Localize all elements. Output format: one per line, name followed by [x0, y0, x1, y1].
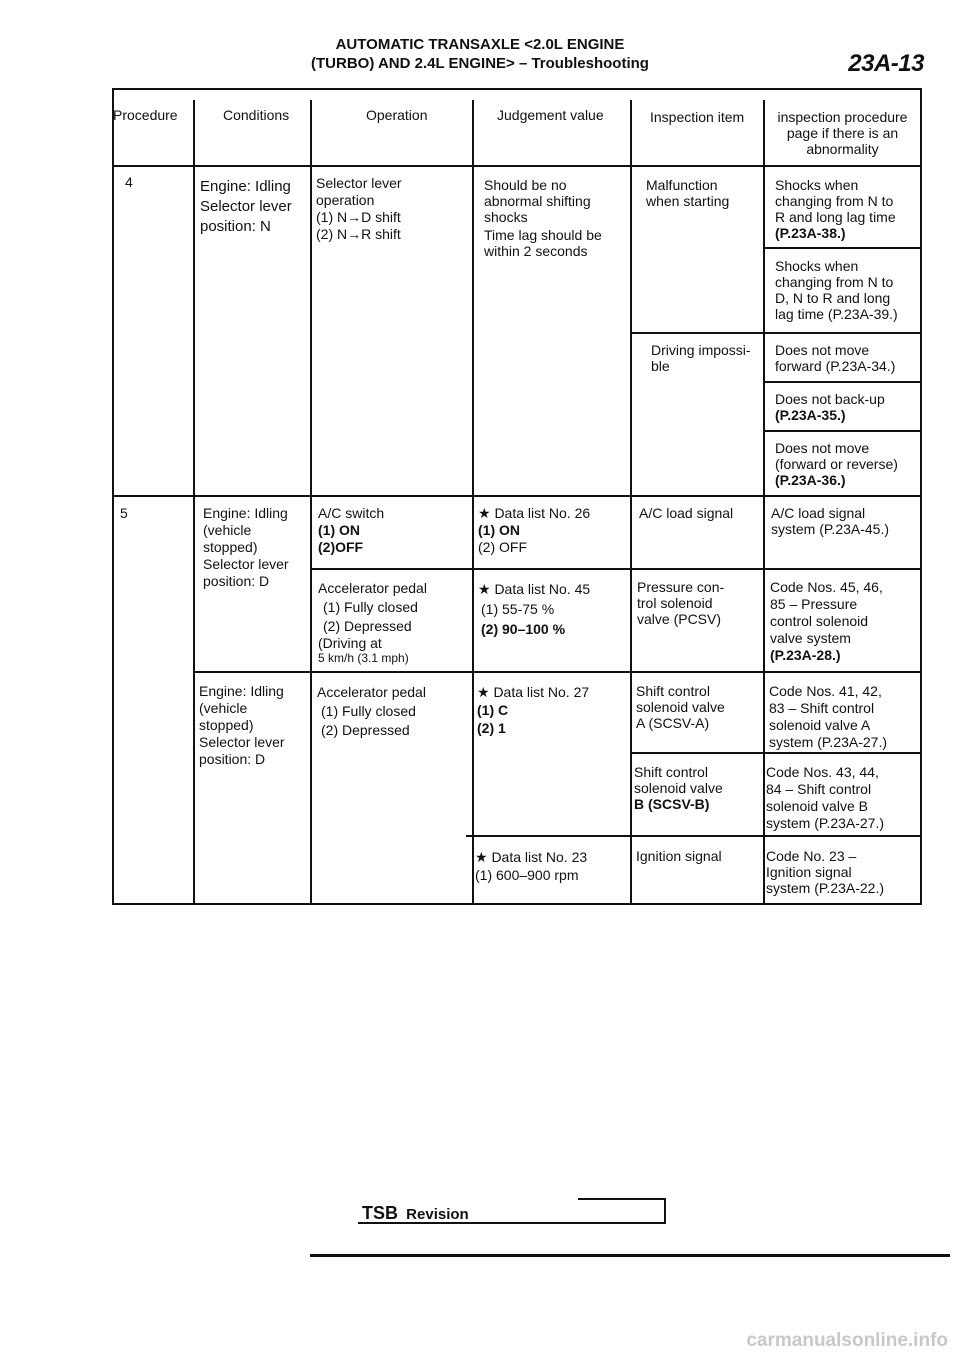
- table-bottom-rule: [112, 903, 922, 905]
- footer-tsb-revision: TSB Revision: [362, 1203, 469, 1224]
- col-divider-judgement: [630, 100, 632, 905]
- col-divider-procedure: [193, 100, 195, 905]
- r4-procedure-4: Does not back-up(P.23A-35.): [775, 391, 885, 423]
- r4-proc4-divider: [763, 430, 922, 432]
- col-divider-conditions: [310, 100, 312, 905]
- col-header-judgement: Judgement value: [497, 107, 604, 123]
- r5-ac-inspection-item: A/C load signal: [639, 505, 734, 521]
- header-line-1: AUTOMATIC TRANSAXLE <2.0L ENGINE: [335, 36, 625, 53]
- col-header-procedure: Procedure: [113, 107, 178, 123]
- footer-underline: [358, 1222, 666, 1224]
- col-header-conditions: Conditions: [223, 107, 290, 123]
- footer-revision-label: Revision: [406, 1206, 469, 1223]
- r5-ignition-inspection-item: Ignition signal: [636, 848, 722, 864]
- r5-shift-judgement: ★ Data list No. 27(1) C(2) 1: [477, 684, 590, 736]
- r4-procedure-5: Does not move(forward or reverse)(P.23A-…: [775, 440, 898, 488]
- r5-ignition-divider: [466, 835, 922, 837]
- col-header-operation: Operation: [366, 107, 428, 123]
- col-divider-operation: [472, 100, 474, 905]
- footer-box-right: [664, 1198, 666, 1222]
- row-4-5-divider: [112, 495, 922, 497]
- col-header-inspection-procedure: inspection procedure page if there is an…: [777, 109, 908, 157]
- r5-procedure-number: 5: [120, 505, 128, 521]
- col-divider-inspection: [763, 100, 765, 905]
- footer-box-top: [578, 1198, 666, 1200]
- r5-scsv-divider: [630, 752, 922, 754]
- r4-proc1-divider: [763, 247, 922, 249]
- r5-accel-judgement: ★ Data list No. 45 (1) 55-75 % (2) 90–10…: [478, 581, 591, 637]
- r4-proc3-divider: [763, 381, 922, 383]
- col-header-inspection-item: Inspection item: [650, 109, 745, 125]
- bottom-page-rule: [310, 1254, 950, 1257]
- r4-item-divider: [630, 332, 922, 334]
- r5-shift-operation: Accelerator pedal (1) Fully closed (2) D…: [317, 684, 426, 738]
- r5-accel-operation: Accelerator pedal (1) Fully closed (2) D…: [318, 580, 427, 665]
- r5-accel-divider: [193, 671, 922, 673]
- header-line-2: (TURBO) AND 2.4L ENGINE> – Troubleshooti…: [311, 55, 649, 72]
- r5-ignition-judgement: ★ Data list No. 23(1) 600–900 rpm: [475, 849, 588, 883]
- r5-ac-judgement: ★ Data list No. 26(1) ON(2) OFF: [478, 505, 591, 555]
- page-number: 23A-13: [848, 50, 924, 77]
- r5-ac-divider: [310, 568, 922, 570]
- watermark: carmanualsonline.info: [746, 1330, 948, 1351]
- column-header-rule: [112, 165, 922, 167]
- r4-inspection-item-2: Driving impossi-ble: [651, 342, 751, 374]
- r5-ac-operation: A/C switch(1) ON(2)OFF: [318, 505, 385, 555]
- r4-procedure-number: 4: [125, 174, 133, 190]
- footer-tsb-label: TSB: [362, 1203, 398, 1223]
- header-rule: [112, 88, 922, 90]
